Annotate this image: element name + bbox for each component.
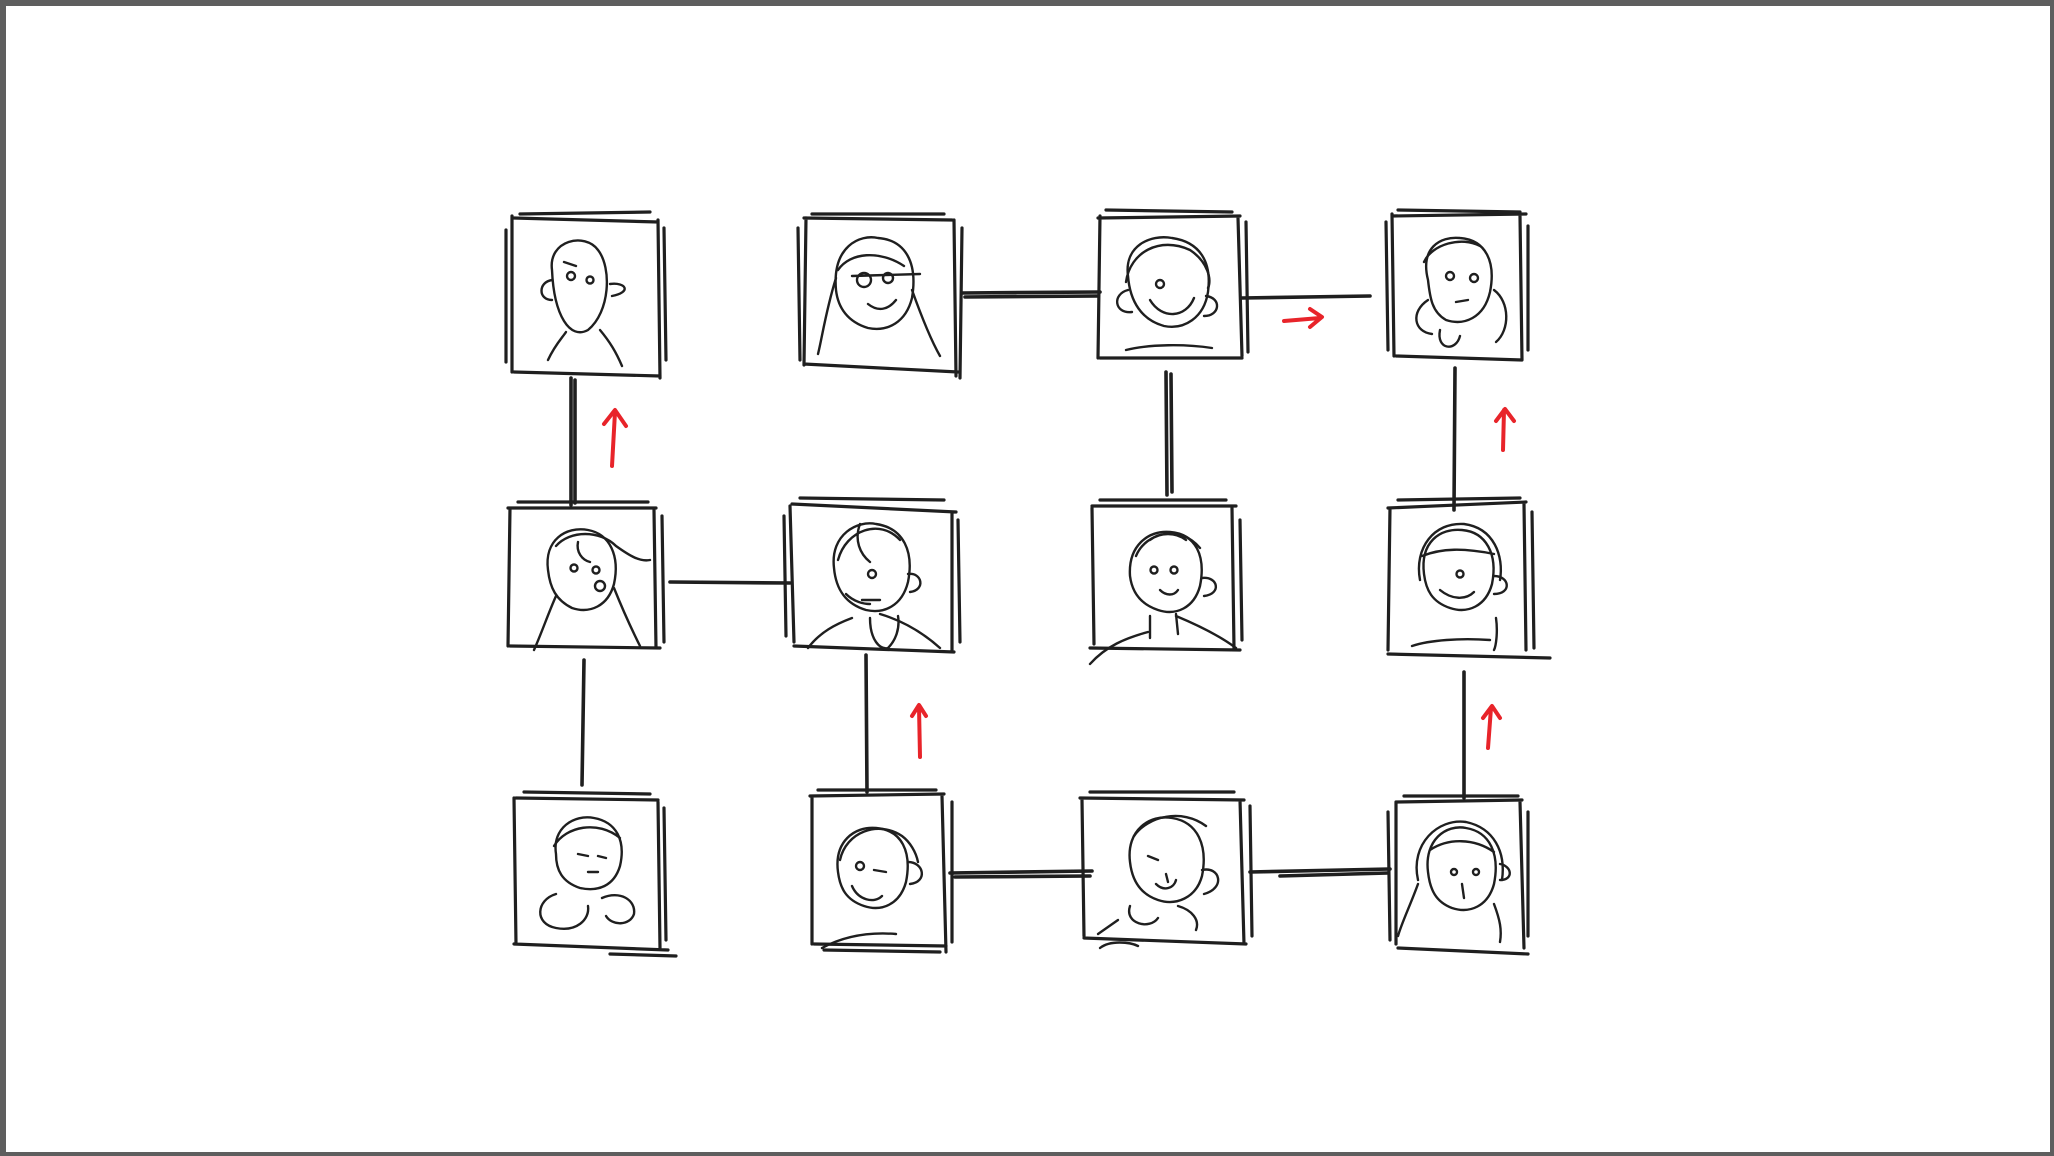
face-panel-r1c1 (504, 210, 668, 380)
face-panel-r3c4 (1386, 794, 1530, 956)
ponytail-girl-face-icon (532, 528, 652, 652)
connector-r3c2-r2c2 (864, 653, 869, 794)
connector-r1c3-r1c4 (1240, 294, 1372, 300)
sketch-frame (1384, 208, 1530, 362)
sketch-frame (1386, 794, 1530, 956)
face-panel-r1c4 (1384, 208, 1530, 362)
face-panel-r3c1 (512, 790, 678, 958)
sketch-frame (796, 212, 964, 380)
sketch-frame (1096, 208, 1250, 360)
sketch-frame (1088, 498, 1244, 652)
long-hair-woman-face-icon (816, 236, 942, 358)
face-panel-r2c2 (782, 496, 962, 654)
sketch-frame (512, 790, 678, 958)
connector-r3c2-r3c3 (948, 869, 1094, 879)
face-panel-r2c3 (1088, 498, 1244, 666)
arrow-up-icon (1481, 704, 1502, 750)
smiling-woman-face-icon (1116, 236, 1219, 352)
face-panel-r2c1 (506, 500, 666, 652)
sketch-frame (808, 788, 954, 954)
connector-r1c3-r2c3 (1164, 370, 1174, 497)
arrow-right-icon (1282, 307, 1324, 329)
boy-face-icon (1088, 530, 1238, 666)
face-panel-r2c4 (1386, 496, 1552, 660)
bob-hair-woman-face-icon (1410, 522, 1508, 652)
bald-man-face-icon (540, 239, 626, 368)
winking-man-face-icon (1096, 814, 1220, 950)
connector-r1c2-r1c3 (960, 290, 1102, 299)
sketch-frame (1386, 496, 1552, 660)
short-hair-person-face-icon (820, 826, 923, 950)
connector-r2c1-r1c1 (569, 376, 577, 507)
connector-r3c3-r3c4 (1248, 867, 1392, 878)
arrow-up-icon (1494, 407, 1516, 452)
face-panel-r1c3 (1096, 208, 1250, 360)
face-panel-r3c3 (1078, 790, 1254, 950)
arrow-up-icon (602, 408, 628, 468)
sketch-frame (1078, 790, 1254, 946)
sleepy-child-face-icon (539, 816, 636, 930)
woman-with-earring-face-icon (1396, 820, 1511, 944)
connector-r2c4-r1c4 (1452, 366, 1457, 512)
curly-hair-woman-face-icon (1415, 236, 1508, 348)
face-panel-r3c2 (808, 788, 954, 954)
connector-r2c1-r2c2 (668, 580, 792, 585)
sketch-frame (504, 210, 668, 380)
sketch-frame (506, 500, 666, 650)
face-panel-r1c2 (796, 212, 964, 380)
sketch-frame (782, 496, 962, 654)
arrow-up-icon (910, 703, 928, 759)
man-with-shirt-face-icon (806, 522, 942, 650)
connector-r3c1-r2c1 (580, 658, 586, 787)
